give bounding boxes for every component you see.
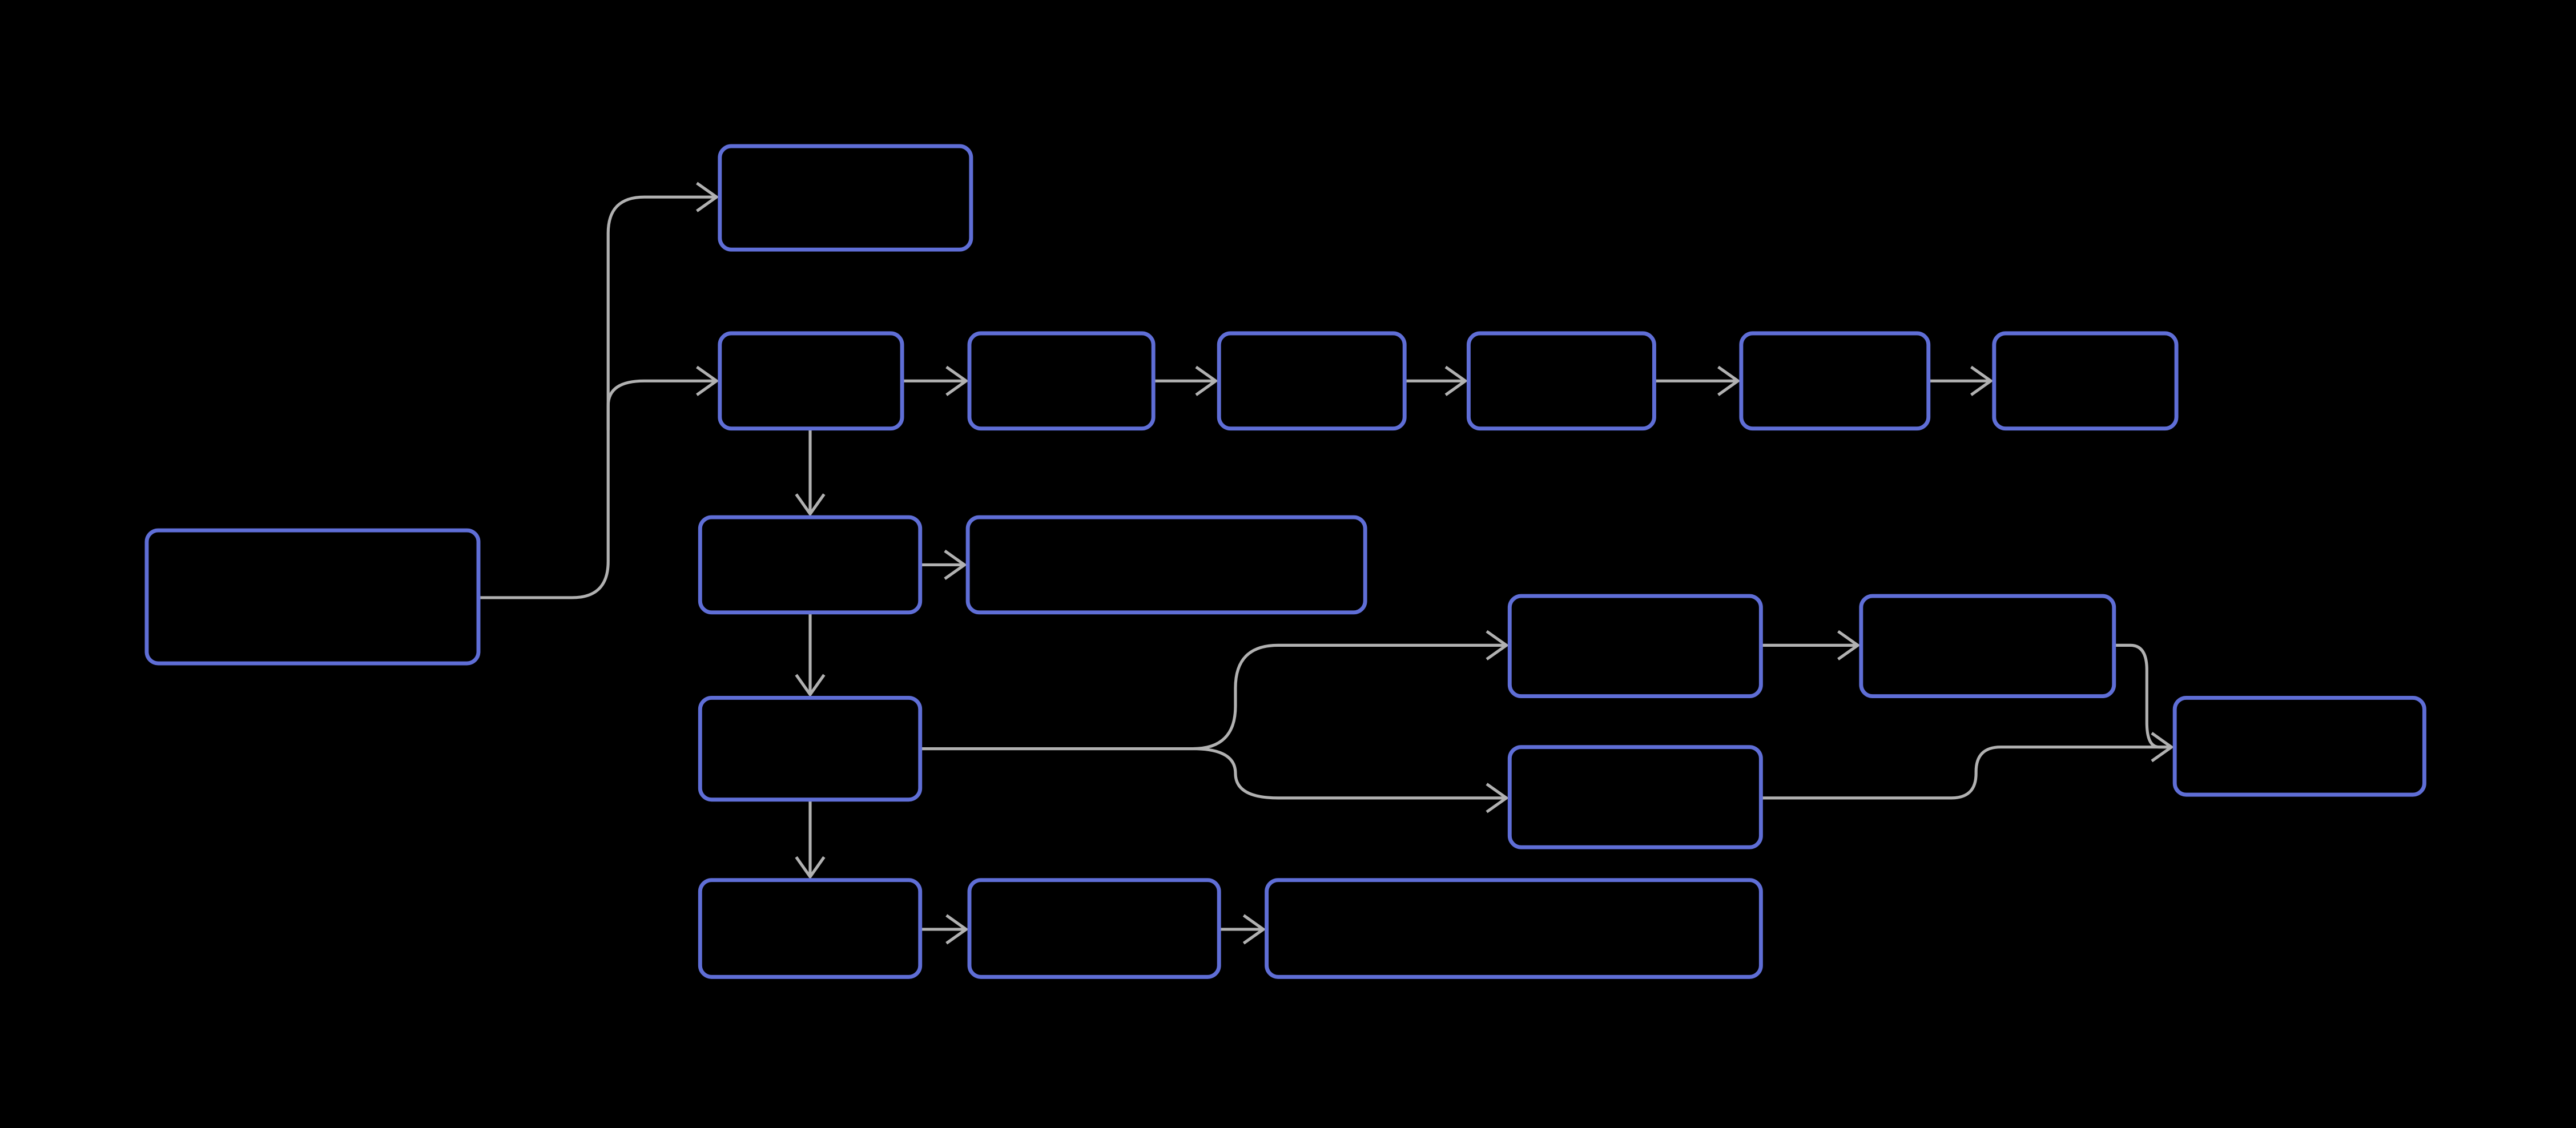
flow-edge-arrowhead-chain-4-chain-5: [1717, 365, 1741, 396]
flow-edge-arrowhead-chain-5-chain-6: [1970, 365, 1994, 396]
flow-node-chain-5[interactable]: [1739, 331, 1931, 431]
flow-node-branch-top[interactable]: [718, 144, 973, 252]
flow-edge-arrowhead-stage-3b-stage-3-detail: [1242, 914, 1266, 945]
flow-edge-stage-2-fork-top-1: [920, 643, 1507, 751]
flow-edge-arrowhead-chain-2-chain-3: [1195, 365, 1218, 396]
flow-edge-fork-bottom-merge: [1761, 746, 2172, 800]
flow-edge-arrowhead-chain-1-stage-1: [795, 493, 826, 517]
flow-edge-source-chain-1: [606, 379, 717, 430]
flow-edge-arrowhead-stage-3-stage-3b: [945, 914, 969, 945]
flow-edge-arrowhead-chain-3-chain-4: [1444, 365, 1468, 396]
flow-edge-arrowhead-source-branch-top: [696, 182, 719, 212]
flow-node-stage-1-detail[interactable]: [965, 515, 1367, 615]
flow-node-chain-3[interactable]: [1217, 331, 1407, 431]
flow-edge-fork-top-2-merge: [2114, 643, 2172, 749]
flow-edge-arrowhead-stage-2-fork-bottom: [1486, 783, 1510, 813]
flow-node-stage-3[interactable]: [698, 878, 923, 979]
flow-node-chain-1[interactable]: [718, 331, 904, 431]
flow-node-merge[interactable]: [2172, 695, 2426, 797]
flow-edge-arrowhead-stage-1-stage-2: [795, 674, 826, 698]
flow-node-stage-1[interactable]: [698, 515, 923, 615]
flow-node-chain-6[interactable]: [1992, 331, 2179, 431]
flow-node-chain-2[interactable]: [967, 331, 1156, 431]
flow-node-stage-2[interactable]: [698, 695, 923, 802]
flow-edge-arrowhead-stage-2-fork-top-1: [1486, 630, 1510, 660]
flow-edge-arrowhead-fork-top-1-fork-top-2: [1837, 630, 1861, 660]
flow-node-source[interactable]: [144, 528, 481, 666]
flow-node-stage-3b[interactable]: [967, 878, 1221, 979]
flow-edge-arrowhead-fork-bottom-merge: [2151, 732, 2174, 763]
flow-edge-arrowhead-stage-2-stage-3: [795, 856, 826, 880]
flow-node-fork-top-2[interactable]: [1859, 594, 2116, 698]
flow-node-chain-4[interactable]: [1466, 331, 1656, 431]
flow-edge-source-branch-top: [478, 195, 717, 599]
flow-node-stage-3-detail[interactable]: [1265, 878, 1763, 979]
flow-edge-arrowhead-chain-1-chain-2: [945, 365, 969, 396]
flow-node-fork-top-1[interactable]: [1507, 594, 1763, 698]
flow-node-fork-bottom[interactable]: [1507, 745, 1763, 849]
flow-edge-arrowhead-stage-1-stage-1-detail: [944, 549, 967, 580]
flow-edge-stage-2-fork-bottom: [920, 747, 1507, 800]
flow-edge-arrowhead-source-chain-1: [696, 365, 719, 396]
